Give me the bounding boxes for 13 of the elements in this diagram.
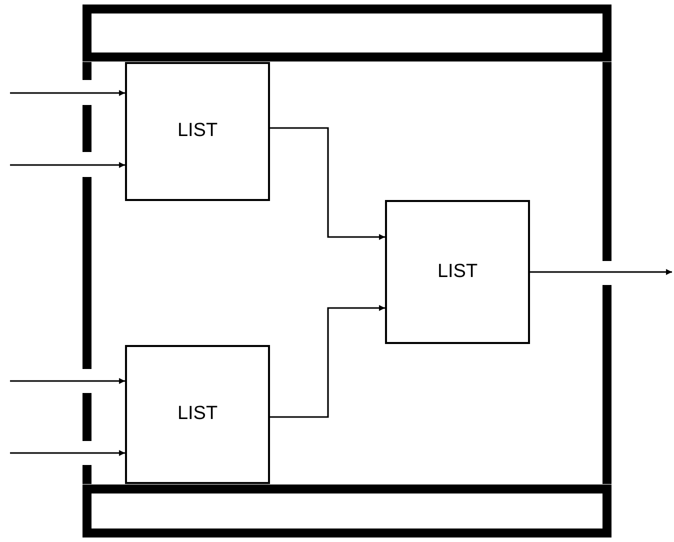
box-label: LIST	[437, 260, 478, 284]
arrow	[530, 269, 672, 275]
arrow	[10, 450, 125, 456]
arrow	[270, 305, 385, 418]
process-box	[385, 200, 530, 344]
arrow	[10, 378, 125, 384]
arrow	[10, 162, 125, 168]
arrow	[270, 127, 385, 240]
arrow	[10, 90, 125, 96]
process-box	[125, 345, 270, 484]
process-box	[125, 62, 270, 201]
box-label: LIST	[177, 119, 218, 144]
box-label: LIST	[177, 402, 218, 426]
